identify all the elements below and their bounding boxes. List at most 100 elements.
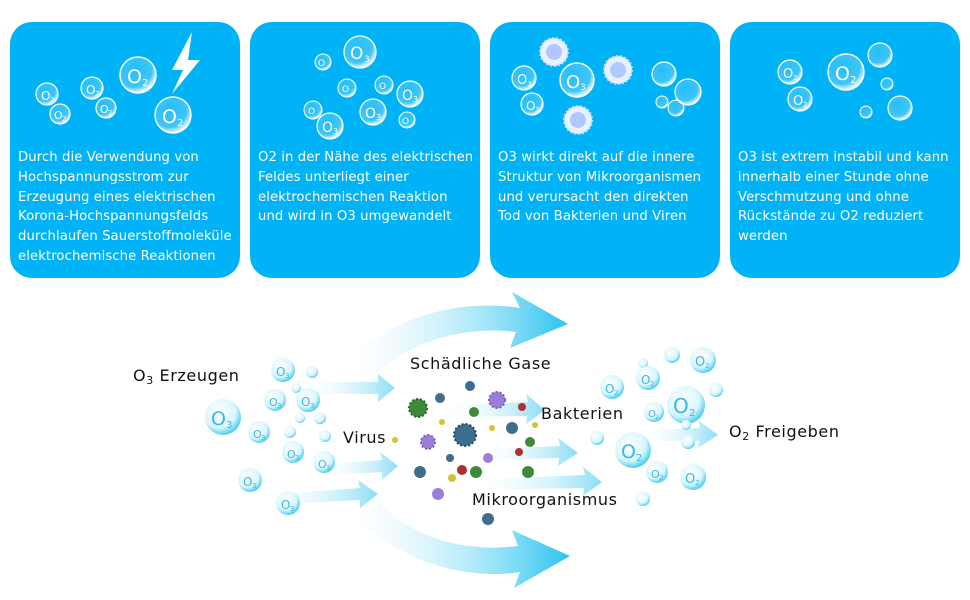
- svg-text:2: 2: [95, 90, 99, 98]
- virus-icon: [506, 422, 518, 434]
- svg-text:O: O: [253, 428, 262, 441]
- svg-text:O: O: [342, 85, 349, 95]
- svg-text:O: O: [127, 66, 142, 88]
- bacteria-label: Bakterien: [541, 404, 624, 423]
- virus-icon: [453, 423, 477, 447]
- virus-icon: [457, 465, 467, 475]
- flow-arrow: [640, 420, 718, 448]
- card-1-text: Durch die Verwendung von Hochspannungsst…: [18, 150, 232, 264]
- svg-text:O: O: [54, 109, 63, 122]
- svg-text:3: 3: [364, 55, 370, 65]
- svg-text:3: 3: [527, 80, 531, 88]
- svg-text:O: O: [526, 99, 535, 113]
- svg-text:2: 2: [636, 453, 642, 464]
- svg-text:O: O: [269, 396, 278, 409]
- microorganism-cluster: [392, 381, 538, 525]
- svg-text:O: O: [835, 63, 850, 85]
- svg-text:3: 3: [226, 420, 232, 431]
- virus-icon: [515, 448, 523, 456]
- svg-text:O: O: [350, 44, 363, 64]
- card-4-text: O3 ist extrem instabil und kann innerhal…: [738, 150, 949, 245]
- virus-icon: [563, 105, 593, 135]
- svg-text:O: O: [651, 468, 660, 481]
- flow-arrow: [300, 374, 395, 402]
- svg-text:O: O: [365, 106, 376, 122]
- svg-text:3: 3: [580, 83, 586, 93]
- svg-text:3: 3: [535, 106, 539, 114]
- svg-text:O: O: [301, 395, 310, 409]
- svg-text:O: O: [402, 88, 413, 104]
- svg-text:2: 2: [50, 96, 54, 104]
- virus-icon: [539, 37, 569, 67]
- svg-text:O: O: [322, 120, 333, 136]
- card-2-text: O2 in der Nähe des elektrischen Feldes u…: [258, 150, 474, 225]
- svg-text:O: O: [100, 103, 109, 116]
- virus-icon: [446, 454, 454, 462]
- virus-icon: [482, 513, 494, 525]
- svg-text:2: 2: [177, 118, 183, 129]
- svg-text:3: 3: [326, 464, 330, 472]
- virus-icon: [525, 437, 535, 447]
- bottom-curved-arrow: [350, 494, 570, 588]
- svg-text:O: O: [695, 355, 705, 370]
- lightning-bolt-icon: [172, 32, 200, 94]
- virus-icon: [532, 422, 538, 428]
- svg-text:O: O: [517, 73, 527, 88]
- svg-text:O: O: [379, 82, 386, 92]
- virus-icon: [439, 419, 445, 425]
- virus-icon: [488, 391, 506, 409]
- svg-text:3: 3: [252, 482, 256, 490]
- svg-text:3: 3: [295, 454, 299, 462]
- top-curved-arrow: [350, 292, 568, 380]
- svg-text:O: O: [566, 72, 580, 93]
- svg-text:O: O: [783, 67, 793, 82]
- svg-text:2: 2: [705, 362, 709, 370]
- svg-text:3: 3: [285, 372, 289, 380]
- svg-text:2: 2: [142, 78, 148, 89]
- svg-text:2: 2: [850, 75, 856, 86]
- svg-text:2: 2: [655, 414, 659, 421]
- svg-text:2: 2: [62, 115, 66, 123]
- virus-icon: [522, 466, 534, 478]
- svg-text:O: O: [673, 394, 689, 418]
- svg-text:O: O: [243, 475, 252, 489]
- svg-text:3: 3: [261, 434, 265, 442]
- svg-text:O: O: [648, 409, 656, 420]
- virus-icon: [420, 434, 436, 450]
- svg-text:O: O: [287, 448, 296, 461]
- o3-generate-label: O3 Erzeugen: [133, 366, 240, 387]
- microorganism-label: Mikroorganismus: [472, 490, 618, 509]
- svg-text:2: 2: [108, 109, 112, 117]
- virus-icon: [392, 437, 398, 443]
- svg-text:2: 2: [650, 380, 654, 388]
- svg-text:O: O: [685, 472, 695, 487]
- harmful-gases-label: Schädliche Gase: [410, 354, 552, 373]
- svg-text:O: O: [605, 382, 614, 396]
- svg-text:2: 2: [659, 474, 663, 482]
- flow-arrow: [320, 452, 398, 480]
- svg-text:O: O: [641, 373, 650, 387]
- svg-text:O: O: [41, 89, 50, 103]
- svg-text:2: 2: [803, 101, 807, 109]
- svg-text:3: 3: [290, 505, 294, 513]
- svg-text:3: 3: [310, 402, 314, 410]
- virus-icon: [414, 466, 426, 478]
- virus-icon: [489, 425, 495, 431]
- flow-arrow: [440, 394, 545, 424]
- svg-text:O: O: [621, 441, 636, 463]
- svg-text:O: O: [162, 106, 177, 128]
- o2-release-label: O2 Freigeben: [729, 422, 840, 443]
- svg-text:2: 2: [793, 74, 797, 82]
- svg-text:3: 3: [277, 402, 281, 410]
- svg-text:O: O: [281, 498, 290, 512]
